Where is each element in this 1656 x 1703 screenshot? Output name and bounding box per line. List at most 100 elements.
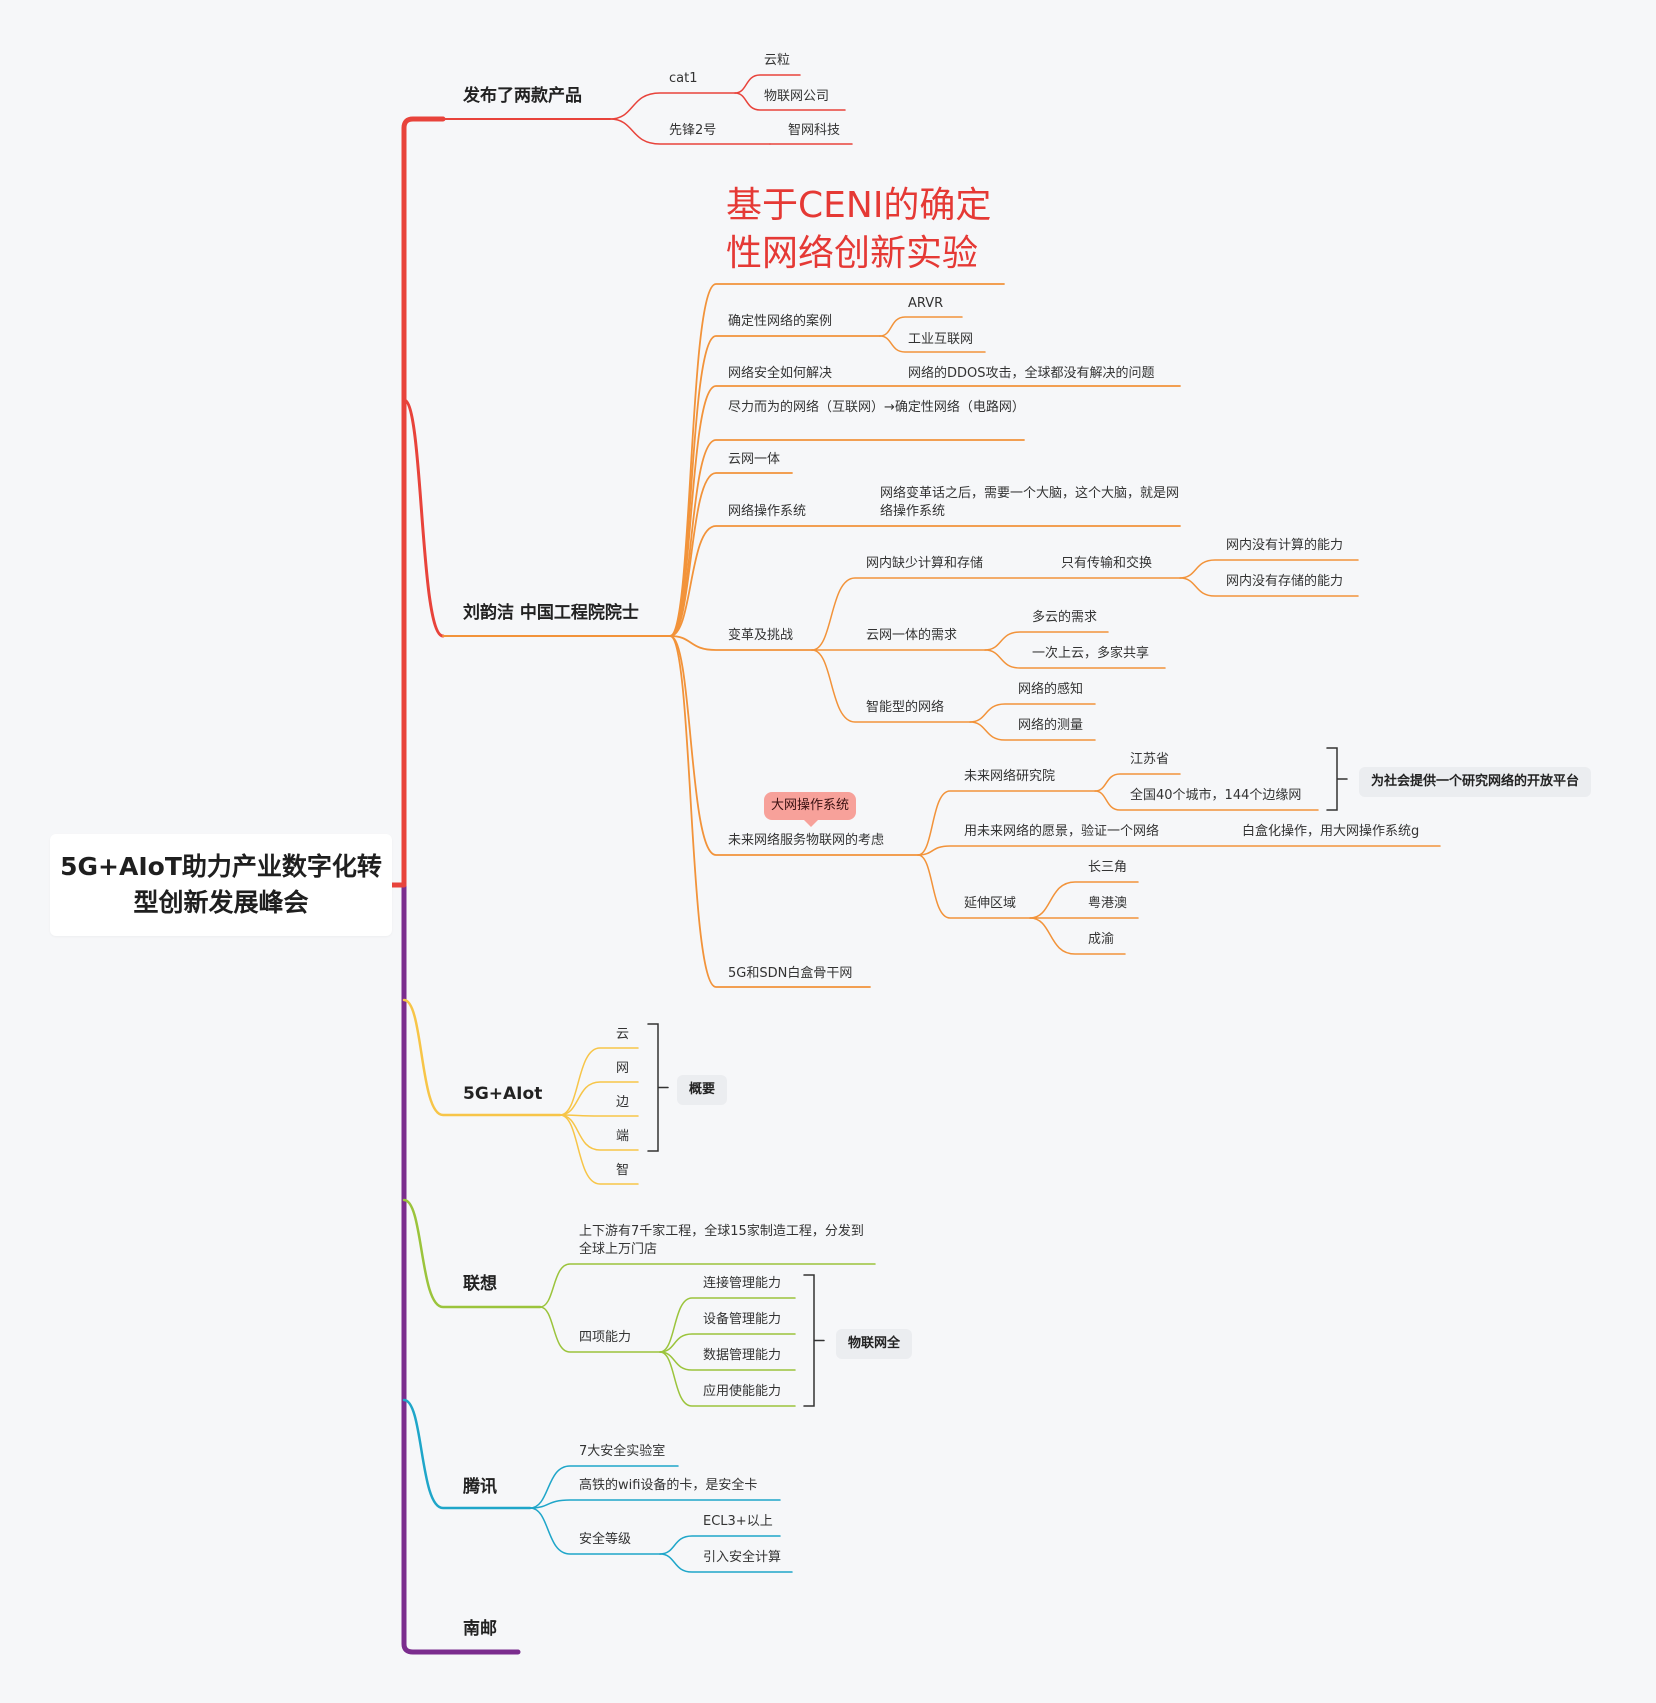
callout-big-net-os[interactable]: 大网操作系统 xyxy=(764,792,857,827)
topic-aiot-item[interactable]: 边 xyxy=(616,1095,630,1110)
topic-lack-compute[interactable]: 网内缺少计算和存储 xyxy=(866,556,984,571)
topic-5g-aiot[interactable]: 5G+AIot xyxy=(463,1084,543,1104)
topic-cat1[interactable]: cat1 xyxy=(669,71,698,86)
connector xyxy=(559,1047,639,1116)
summary-bracket xyxy=(647,1023,669,1152)
topic-5g-sdn[interactable]: 5G和SDN白盒骨干网 xyxy=(728,966,853,981)
topic-only-transport[interactable]: 只有传输和交换 xyxy=(1061,556,1153,571)
topic-yunli[interactable]: 云粒 xyxy=(764,53,791,68)
topic-aiot-item[interactable]: 网 xyxy=(616,1061,630,1076)
connector xyxy=(969,703,1096,723)
topic-secure-compute[interactable]: 引入安全计算 xyxy=(703,1550,782,1565)
connector xyxy=(734,74,801,94)
topic-net-measure[interactable]: 网络的测量 xyxy=(1018,718,1084,733)
connector xyxy=(669,472,793,637)
connector xyxy=(984,649,1166,669)
topic-ddos[interactable]: 网络的DDOS攻击，全球都没有解决的问题 xyxy=(908,366,1155,381)
connector xyxy=(969,721,1096,741)
topic-future-institute[interactable]: 未来网络研究院 xyxy=(964,769,1056,784)
connector xyxy=(1094,773,1181,792)
topic-multi-cloud[interactable]: 多云的需求 xyxy=(1032,610,1098,625)
connector xyxy=(669,635,813,651)
topic-aiot-item[interactable]: 智 xyxy=(616,1163,630,1178)
connector xyxy=(539,1263,876,1308)
topic-tencent[interactable]: 腾讯 xyxy=(463,1477,497,1497)
topic-ecl3[interactable]: ECL3+以上 xyxy=(703,1514,773,1529)
topic-future-vision[interactable]: 用未来网络的愿景，验证一个网络 xyxy=(964,824,1160,839)
connector xyxy=(529,1507,661,1555)
topic-lenovo-supply[interactable]: 上下游有7千家工程，全球15家制造工程，分发到全球上万门店 xyxy=(579,1224,864,1257)
topic-liu-yunjie[interactable]: 刘韵洁 中国工程院院士 xyxy=(463,603,639,623)
connector xyxy=(669,385,1181,637)
topic-yangtze-delta[interactable]: 长三角 xyxy=(1088,860,1128,875)
connector xyxy=(984,631,1109,651)
topic-chengyu[interactable]: 成渝 xyxy=(1088,932,1115,947)
connector xyxy=(1094,790,1319,811)
connector xyxy=(559,1081,639,1116)
topic-ability-item[interactable]: 数据管理能力 xyxy=(703,1348,782,1363)
topic-four-abilities[interactable]: 四项能力 xyxy=(579,1330,632,1345)
topic-ability-item[interactable]: 连接管理能力 xyxy=(703,1276,782,1291)
topic-hsr-wifi[interactable]: 高铁的wifi设备的卡，是安全卡 xyxy=(579,1478,758,1493)
topic-net-perception[interactable]: 网络的感知 xyxy=(1018,682,1084,697)
connector xyxy=(659,1553,793,1573)
trunk-red-top xyxy=(401,116,446,888)
connector xyxy=(1029,917,1126,955)
topic-extend-region[interactable]: 延伸区域 xyxy=(964,896,1017,911)
connector xyxy=(669,439,1025,637)
connector xyxy=(559,1114,639,1117)
topic-whitebox-op[interactable]: 白盒化操作，用大网操作系统g xyxy=(1242,824,1420,839)
connector xyxy=(609,92,736,120)
topic-product-release[interactable]: 发布了两款产品 xyxy=(463,86,582,106)
connector xyxy=(734,92,846,111)
topic-arvr[interactable]: ARVR xyxy=(908,296,944,311)
topic-zhiwang-tech[interactable]: 智网科技 xyxy=(788,123,841,138)
connector xyxy=(659,1535,781,1555)
connector xyxy=(917,845,1441,856)
topic-security-level[interactable]: 安全等级 xyxy=(579,1532,632,1547)
topic-dn-cases[interactable]: 确定性网络的案例 xyxy=(728,314,833,329)
topic-smart-net[interactable]: 智能型的网络 xyxy=(866,700,945,715)
topic-gba[interactable]: 粤港澳 xyxy=(1088,896,1128,911)
connector xyxy=(1029,881,1139,919)
connector xyxy=(659,1351,796,1371)
connector xyxy=(559,1114,639,1151)
topic-xianfeng2[interactable]: 先锋2号 xyxy=(669,123,717,138)
summary-open-platform[interactable]: 为社会提供一个研究网络的开放平台 xyxy=(1359,767,1592,797)
topic-future-iot[interactable]: 未来网络服务物联网的考虑 xyxy=(728,833,885,848)
topic-net-brain[interactable]: 网络变革话之后，需要一个大脑，这个大脑，就是网络操作系统 xyxy=(880,486,1180,519)
topic-cloud-net[interactable]: 云网一体 xyxy=(728,452,781,467)
summary-iot-full[interactable]: 物联网全 xyxy=(836,1329,913,1359)
connector xyxy=(669,635,919,856)
topic-industrial-internet[interactable]: 工业互联网 xyxy=(908,332,974,347)
topic-ability-item[interactable]: 应用使能能力 xyxy=(703,1384,782,1399)
root-topic[interactable]: 5G+AIoT助力产业数字化转型创新发展峰会 xyxy=(50,834,392,936)
topic-best-effort[interactable]: 尽力而为的网络（互联网）→确定性网络（电路网） xyxy=(728,400,1025,415)
topic-7-labs[interactable]: 7大安全实验室 xyxy=(579,1444,666,1459)
topic-nupt[interactable]: 南邮 xyxy=(463,1619,497,1639)
connector xyxy=(529,1465,679,1509)
connector xyxy=(811,649,971,723)
topic-ceni-title[interactable]: 基于CENI的确定性网络创新实验 xyxy=(726,185,992,274)
topic-no-compute[interactable]: 网内没有计算的能力 xyxy=(1226,538,1344,553)
topic-net-os[interactable]: 网络操作系统 xyxy=(728,504,807,519)
topic-aiot-item[interactable]: 云 xyxy=(616,1027,630,1042)
topic-jiangsu[interactable]: 江苏省 xyxy=(1130,752,1170,767)
topic-change-challenge[interactable]: 变革及挑战 xyxy=(728,628,794,643)
connector xyxy=(609,118,771,145)
summary-bracket xyxy=(803,1274,825,1407)
connector xyxy=(917,790,1096,856)
summary-bracket xyxy=(1326,747,1348,811)
topic-ability-item[interactable]: 设备管理能力 xyxy=(703,1312,782,1327)
topic-cloud-net-demand[interactable]: 云网一体的需求 xyxy=(866,628,958,643)
topic-iot-company[interactable]: 物联网公司 xyxy=(764,89,830,104)
summary-overview[interactable]: 概要 xyxy=(677,1075,728,1105)
topic-no-storage[interactable]: 网内没有存储的能力 xyxy=(1226,574,1344,589)
topic-40-cities[interactable]: 全国40个城市，144个边缘网 xyxy=(1130,788,1302,803)
topic-one-cloud-share[interactable]: 一次上云，多家共享 xyxy=(1032,646,1150,661)
topic-lenovo[interactable]: 联想 xyxy=(463,1274,497,1294)
connector xyxy=(879,335,986,353)
topic-net-security[interactable]: 网络安全如何解决 xyxy=(728,366,833,381)
topic-aiot-item[interactable]: 端 xyxy=(616,1129,630,1144)
